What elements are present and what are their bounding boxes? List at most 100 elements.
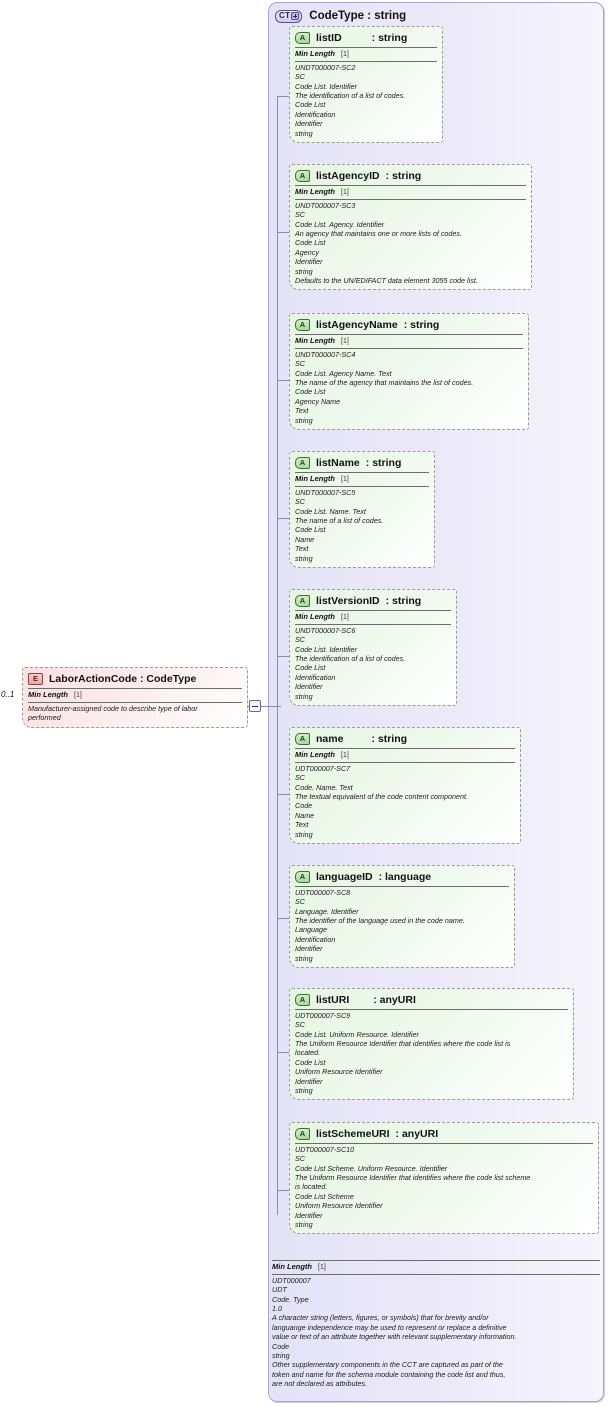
complex-type-title: CodeType : string (309, 10, 407, 22)
branch-listname (277, 518, 289, 519)
element-header: E LaborActionCode : CodeType (28, 671, 242, 686)
attribute-doc-text: UNDT000007-SC3 SC Code List. Agency. Ide… (295, 201, 478, 285)
element-doc-text: Manufacturer-assigned code to describe t… (28, 704, 198, 723)
element-badge: E (28, 672, 43, 685)
attribute-facet-row: Min Length [1] (295, 611, 451, 622)
attribute-name: listAgencyID (316, 169, 380, 182)
attribute-box-listid[interactable]: A listID : string Min Length [1] UNDT000… (289, 26, 443, 143)
attribute-documentation: UNDT000007-SC2 SC Code List. Identifier … (295, 62, 437, 138)
divider (295, 472, 429, 473)
attribute-header: A languageID : language (295, 869, 509, 884)
attribute-box-name[interactable]: A name : string Min Length [1] UDT000007… (289, 727, 521, 844)
divider (295, 486, 429, 487)
attribute-box-listversionid[interactable]: A listVersionID : string Min Length [1] … (289, 589, 457, 706)
attribute-doc-text: UNDT000007-SC5 SC Code List. Name. Text … (295, 488, 384, 563)
attribute-badge: A (295, 993, 310, 1006)
facet-cardinality: [1] (341, 614, 349, 621)
facet-label: Min Length (295, 474, 335, 483)
attribute-type: : string (385, 169, 422, 182)
attribute-documentation: UNDT000007-SC3 SC Code List. Agency. Ide… (295, 200, 526, 285)
attribute-badge: A (295, 594, 310, 607)
attribute-header: A name : string (295, 731, 515, 746)
attribute-documentation: UNDT000007-SC5 SC Code List. Name. Text … (295, 487, 429, 563)
branch-listid (277, 96, 289, 97)
divider (295, 762, 515, 763)
attribute-documentation: UDT000007-SC8 SC Language. Identifier Th… (295, 887, 509, 963)
branch-languageid (277, 918, 289, 919)
attribute-documentation: UNDT000007-SC4 SC Code List. Agency Name… (295, 349, 523, 425)
attribute-box-listagencyname[interactable]: A listAgencyName : string Min Length [1]… (289, 313, 529, 430)
attribute-doc-text: UNDT000007-SC2 SC Code List. Identifier … (295, 63, 406, 138)
branch-name (277, 794, 289, 795)
facet-label: Min Length (295, 750, 335, 759)
summary-facet-row: Min Length [1] (272, 1261, 600, 1272)
attribute-facet-row: Min Length [1] (295, 473, 429, 484)
attribute-name: listID (316, 31, 342, 44)
attribute-name: listVersionID (316, 594, 380, 607)
facet-label: Min Length (295, 49, 335, 58)
complextype-badge[interactable]: CT (275, 9, 303, 23)
element-cardinality: 0..1 (1, 690, 15, 699)
branch-listuri (277, 1052, 289, 1053)
summary-documentation: UDT000007 UDT Code. Type 1.0 A character… (272, 1275, 600, 1388)
attribute-badge: A (295, 1127, 310, 1140)
attribute-doc-text: UDT000007-SC10 SC Code List Scheme. Unif… (295, 1145, 531, 1229)
attribute-doc-text: UNDT000007-SC6 SC Code List. Identifier … (295, 626, 406, 701)
element-box-laboractioncode[interactable]: E LaborActionCode : CodeType Min Length … (22, 667, 248, 728)
attribute-documentation: UDT000007-SC10 SC Code List Scheme. Unif… (295, 1144, 593, 1229)
attribute-box-listschemeuri[interactable]: A listSchemeURI : anyURI UDT000007-SC10 … (289, 1122, 599, 1235)
attribute-facet-row: Min Length [1] (295, 749, 515, 760)
attribute-tree-trunk (277, 96, 278, 1215)
attribute-type: : string (371, 31, 408, 44)
facet-cardinality: [1] (74, 692, 82, 699)
element-link-right (261, 706, 281, 707)
facet-cardinality: [1] (341, 338, 349, 345)
attribute-doc-text: UDT000007-SC8 SC Language. Identifier Th… (295, 888, 465, 963)
attribute-header: A listID : string (295, 30, 437, 45)
attribute-facet-row: Min Length [1] (295, 186, 526, 197)
complex-type-header: CT CodeType : string (275, 7, 406, 25)
facet-cardinality: [1] (341, 752, 349, 759)
attribute-box-languageid[interactable]: A languageID : language UDT000007-SC8 SC… (289, 865, 515, 968)
divider (295, 199, 526, 200)
complextype-summary: Min Length [1] UDT000007 UDT Code. Type … (272, 1258, 600, 1388)
attribute-badge: A (295, 732, 310, 745)
branch-listschemeuri (277, 1190, 289, 1191)
attribute-name: listAgencyName (316, 318, 398, 331)
attribute-name: listURI (316, 993, 350, 1006)
attribute-header: A listAgencyName : string (295, 317, 523, 332)
expand-plus-icon[interactable] (291, 12, 300, 20)
attribute-header: A listURI : anyURI (295, 992, 568, 1007)
facet-label: Min Length (295, 187, 335, 196)
attribute-type: : language (378, 870, 432, 883)
attribute-box-listuri[interactable]: A listURI : anyURI UDT000007-SC9 SC Code… (289, 988, 574, 1101)
attribute-badge: A (295, 456, 310, 469)
divider (28, 688, 242, 689)
divider (295, 1143, 593, 1144)
branch-listagencyname (277, 380, 289, 381)
divider (295, 348, 523, 349)
attribute-type: : string (365, 456, 402, 469)
divider (28, 702, 242, 703)
summary-doc-text: UDT000007 UDT Code. Type 1.0 A character… (272, 1276, 517, 1388)
attribute-header: A listAgencyID : string (295, 168, 526, 183)
attribute-header: A listName : string (295, 455, 429, 470)
facet-label: Min Length (28, 690, 68, 699)
branch-listversionid (277, 656, 289, 657)
attribute-documentation: UDT000007-SC7 SC Code. Name. Text The te… (295, 763, 515, 839)
branch-listagencyid (277, 232, 289, 233)
divider (295, 886, 509, 887)
attribute-badge: A (295, 870, 310, 883)
attribute-box-listname[interactable]: A listName : string Min Length [1] UNDT0… (289, 451, 435, 568)
element-collapse-toggle[interactable] (249, 700, 261, 712)
attribute-type: : string (371, 732, 408, 745)
attribute-box-listagencyid[interactable]: A listAgencyID : string Min Length [1] U… (289, 164, 532, 291)
attribute-facet-row: Min Length [1] (295, 335, 523, 346)
complextype-badge-label: CT (279, 11, 291, 20)
divider (272, 1260, 600, 1261)
divider (295, 334, 523, 335)
attribute-type: : string (403, 318, 440, 331)
facet-label: Min Length (295, 612, 335, 621)
attribute-type: : anyURI (373, 993, 416, 1006)
divider (295, 1009, 568, 1010)
